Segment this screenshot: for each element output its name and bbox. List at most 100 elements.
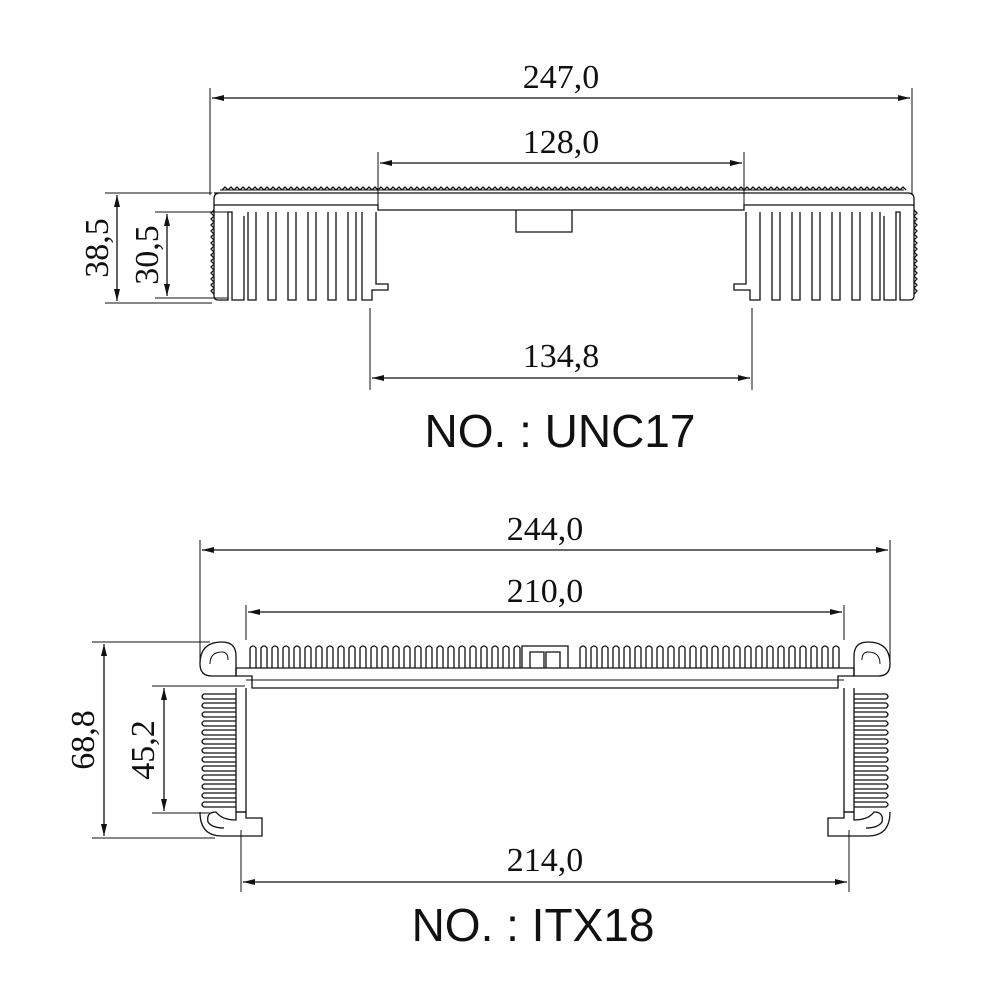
dim-text-top-opening: 128,0 xyxy=(523,124,600,161)
heatsink-fin xyxy=(831,212,841,301)
heatsink-fin xyxy=(304,645,312,668)
heatsink-fin xyxy=(771,212,781,301)
heatsink-fin xyxy=(799,645,807,668)
itx18-left-wall xyxy=(235,688,247,813)
itx18-right-corner xyxy=(853,641,891,677)
heatsink-fin xyxy=(260,645,268,668)
heatsink-fin xyxy=(777,645,785,668)
heatsink-fin xyxy=(381,645,389,668)
heatsink-fin xyxy=(744,645,752,668)
heatsink-fin xyxy=(755,645,763,668)
heatsink-fin xyxy=(722,645,730,668)
heatsink-fin xyxy=(436,645,444,668)
heatsink-fin xyxy=(315,645,323,668)
heatsink-fin xyxy=(201,720,236,727)
heatsink-fin xyxy=(327,212,337,301)
heatsink-fin xyxy=(267,212,277,301)
heatsink-fin xyxy=(854,729,889,736)
knurl-texture xyxy=(210,186,918,295)
heatsink-fin xyxy=(326,645,334,668)
heatsink-fin xyxy=(201,747,236,754)
dim-text-itx-fin-height: 45,2 xyxy=(125,720,162,780)
heatsink-fin xyxy=(287,212,297,301)
heatsink-fin xyxy=(700,645,708,668)
heatsink-fin xyxy=(247,212,257,301)
heatsink-fin xyxy=(854,738,889,745)
heatsink-fin xyxy=(579,645,587,668)
dim-text-itx-bottom-width: 214,0 xyxy=(507,842,584,879)
heatsink-fin xyxy=(634,645,642,668)
heatsink-fin xyxy=(348,645,356,668)
heatsink-fin xyxy=(403,645,411,668)
itx18-left-foot xyxy=(199,811,263,837)
heatsink-fin xyxy=(392,645,400,668)
heatsink-fin xyxy=(871,212,881,301)
unc17-top-plate xyxy=(213,192,915,211)
heatsink-fin xyxy=(678,645,686,668)
heatsink-fin xyxy=(854,765,889,772)
heatsink-fin xyxy=(733,645,741,668)
unc17-right-foot xyxy=(733,212,761,301)
dim-text-itx-inner-width: 210,0 xyxy=(507,573,584,610)
unc17-right-heatsink xyxy=(883,205,915,301)
heatsink-fin xyxy=(201,774,236,781)
dim-text-total-height: 38,5 xyxy=(79,218,116,278)
heatsink-fin xyxy=(201,738,236,745)
heatsink-fin xyxy=(590,645,598,668)
heatsink-fin xyxy=(513,645,521,668)
heatsink-fin xyxy=(201,792,236,799)
dim-text-fin-height: 30,5 xyxy=(129,225,166,285)
unc17-left-foot xyxy=(361,212,389,301)
heatsink-fin xyxy=(612,645,620,668)
heatsink-fin xyxy=(689,645,697,668)
heatsink-fin xyxy=(854,720,889,727)
heatsink-fin xyxy=(201,756,236,763)
heatsink-fin xyxy=(347,212,357,301)
itx18-left-corner xyxy=(199,641,237,677)
heatsink-fin xyxy=(458,645,466,668)
heatsink-fin xyxy=(854,774,889,781)
heatsink-fin xyxy=(201,702,236,709)
heatsink-fin xyxy=(854,756,889,763)
unc17-right-fins xyxy=(771,212,881,301)
heatsink-fin xyxy=(645,645,653,668)
heatsink-fin xyxy=(788,645,796,668)
itx18-top-fins xyxy=(249,645,840,668)
itx18-right-wall xyxy=(843,688,855,813)
heatsink-fin xyxy=(854,693,889,700)
heatsink-fin xyxy=(667,645,675,668)
heatsink-fin xyxy=(480,645,488,668)
heatsink-fin xyxy=(414,645,422,668)
heatsink-fin xyxy=(271,645,279,668)
heatsink-fin xyxy=(854,711,889,718)
heatsink-fin xyxy=(766,645,774,668)
part-label-unc17: NO. : UNC17 xyxy=(425,405,696,457)
heatsink-fin xyxy=(370,645,378,668)
heatsink-fin xyxy=(201,693,236,700)
profile-itx18: 244,0 210,0 214,0 68,8 45,2 NO. : ITX18 xyxy=(65,511,891,951)
heatsink-fin xyxy=(249,645,257,668)
heatsink-fin xyxy=(851,212,861,301)
profile-unc17: 247,0 128,0 134,8 38,5 30,5 NO. : UNC17 xyxy=(79,59,918,457)
heatsink-fin xyxy=(201,783,236,790)
itx18-right-fins xyxy=(854,693,889,808)
unc17-left-heatsink xyxy=(213,205,245,301)
heatsink-fin xyxy=(469,645,477,668)
heatsink-fin xyxy=(623,645,631,668)
heatsink-fin xyxy=(337,645,345,668)
heatsink-fin xyxy=(811,212,821,301)
heatsink-fin xyxy=(293,645,301,668)
heatsink-fin xyxy=(359,645,367,668)
heatsink-fin xyxy=(201,801,236,808)
dim-text-total-width: 247,0 xyxy=(523,59,600,96)
heatsink-fin xyxy=(854,783,889,790)
heatsink-fin xyxy=(656,645,664,668)
itx18-left-fins xyxy=(201,693,236,808)
itx18-right-foot xyxy=(827,811,891,837)
heatsink-fin xyxy=(832,645,840,668)
itx18-center-slot xyxy=(521,645,569,668)
unc17-edge-knurl xyxy=(210,186,918,295)
dim-text-itx-total-height: 68,8 xyxy=(65,710,102,770)
heatsink-fin xyxy=(854,792,889,799)
